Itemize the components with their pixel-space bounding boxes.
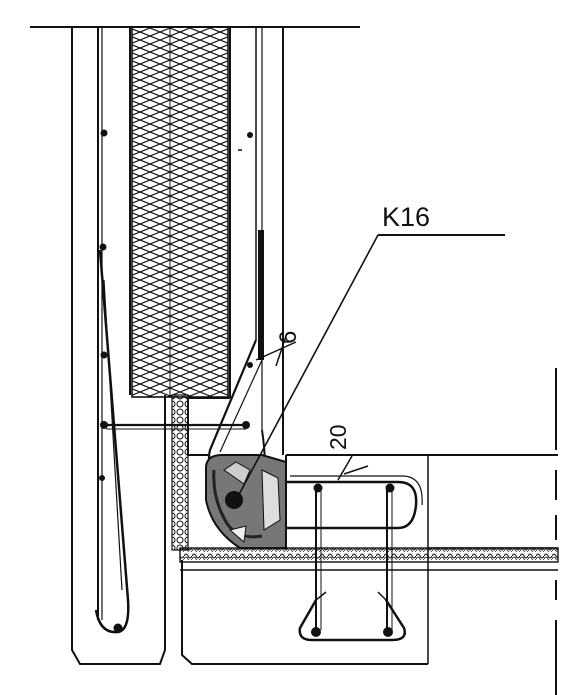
insulation-layer — [131, 26, 229, 398]
lower-stirrup — [298, 591, 406, 642]
inner-wall-leaf — [187, 27, 284, 456]
insulation-strip-vertical — [171, 394, 189, 551]
k16-callout: K16 — [235, 202, 505, 501]
outer-wall-leaf — [71, 27, 166, 665]
slab-edge-reinforcement — [286, 475, 423, 630]
outer-leaf-reinforcement — [94, 27, 130, 634]
insulation-strip-horizontal — [179, 547, 559, 571]
k16-label: K16 — [382, 202, 430, 232]
dimension-20: 20 — [325, 424, 369, 481]
dimension-6-label: 6 — [275, 331, 302, 344]
joint-grout — [204, 454, 287, 549]
dimension-6: 6 — [255, 331, 302, 367]
dimension-20-label: 20 — [325, 424, 351, 450]
